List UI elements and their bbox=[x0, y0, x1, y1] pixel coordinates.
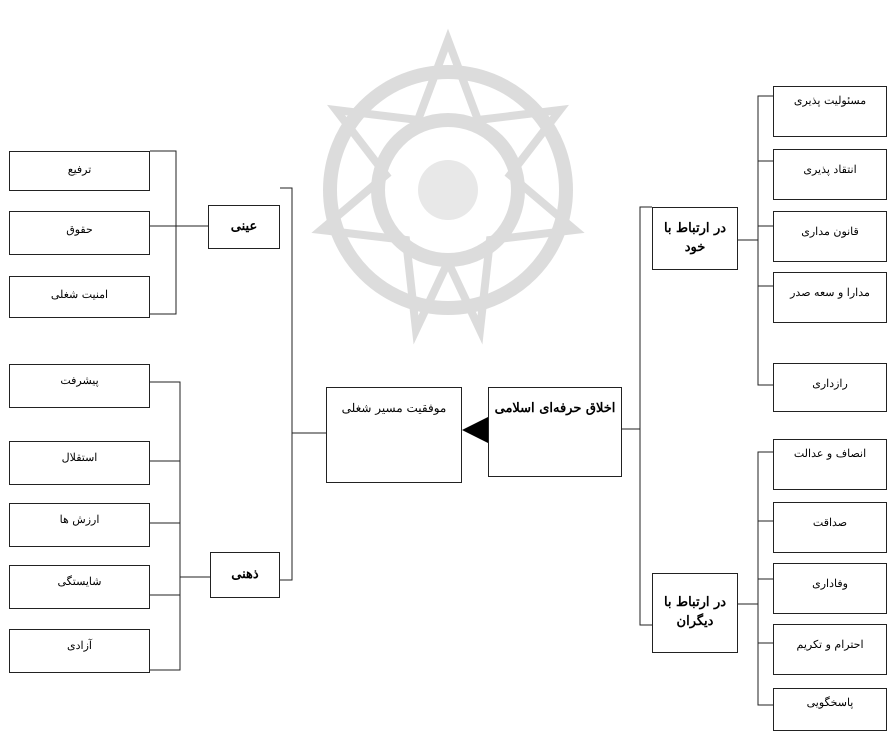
dimension-others: در ارتباط با دیگران bbox=[652, 573, 738, 653]
arrow-head bbox=[462, 417, 488, 443]
others-item: صداقت bbox=[773, 502, 887, 553]
outcome-objective-label: عینی bbox=[230, 218, 258, 234]
objective-item: حقوق bbox=[9, 211, 150, 255]
subjective-item: شایستگی bbox=[9, 565, 150, 609]
self-item: مدارا و سعه صدر bbox=[773, 272, 887, 323]
watermark-rosette bbox=[311, 28, 585, 345]
outcome-subjective: ذهنی bbox=[210, 552, 280, 598]
subjective-item: پیشرفت bbox=[9, 364, 150, 408]
dimension-others-label: در ارتباط با دیگران bbox=[663, 595, 727, 629]
center-node: موفقیت مسیر شغلی bbox=[326, 387, 462, 483]
subjective-item: ارزش ها bbox=[9, 503, 150, 547]
center-label: موفقیت مسیر شغلی bbox=[341, 401, 447, 415]
root-node: اخلاق حرفه‌ای اسلامی bbox=[488, 387, 622, 477]
dimension-self: در ارتباط با خود bbox=[652, 207, 738, 270]
root-label: اخلاق حرفه‌ای اسلامی bbox=[494, 401, 616, 416]
dimension-self-label: در ارتباط با خود bbox=[663, 220, 727, 255]
self-item: قانون مداری bbox=[773, 211, 887, 262]
self-item: رازداری bbox=[773, 363, 887, 412]
objective-item: ترفیع bbox=[9, 151, 150, 191]
outcome-subjective-label: ذهنی bbox=[231, 566, 259, 582]
subjective-item: آزادی bbox=[9, 629, 150, 673]
self-item: انتقاد پذیری bbox=[773, 149, 887, 200]
others-item: احترام و تکریم bbox=[773, 624, 887, 675]
others-item: انصاف و عدالت bbox=[773, 439, 887, 490]
others-item: وفاداری bbox=[773, 563, 887, 614]
outcome-objective: عینی bbox=[208, 205, 280, 249]
others-item: پاسخگویی bbox=[773, 688, 887, 731]
subjective-item: استقلال bbox=[9, 441, 150, 485]
self-item: مسئولیت پذیری bbox=[773, 86, 887, 137]
objective-item: امنیت شغلی bbox=[9, 276, 150, 318]
